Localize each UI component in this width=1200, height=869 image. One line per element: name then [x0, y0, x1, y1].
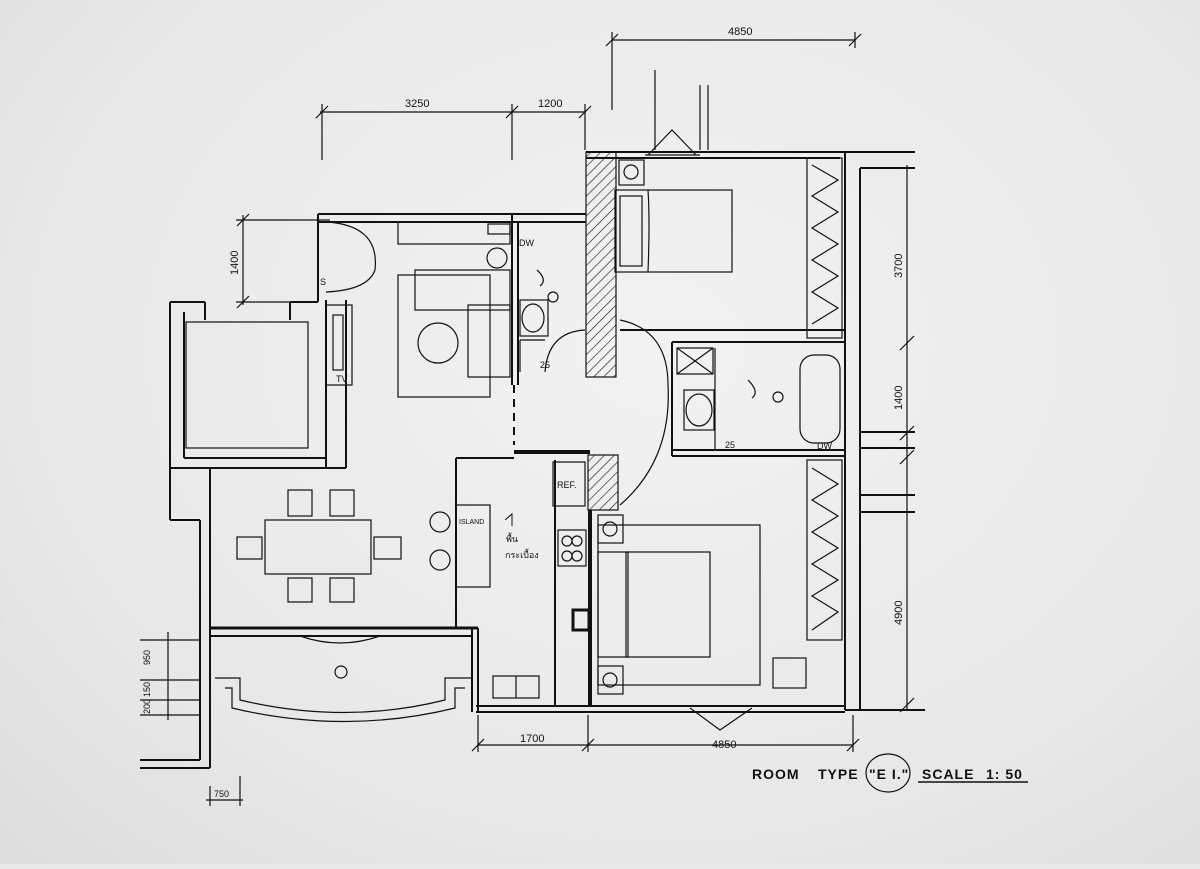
label-tv: TV [336, 374, 348, 384]
bedroom-1 [614, 157, 843, 386]
left-bed-room [185, 321, 309, 449]
dim-left-upper: 1400 [229, 251, 241, 275]
dim-right-mid: 1400 [893, 386, 905, 410]
label-island: ISLAND [459, 519, 484, 526]
dim-right-upper: 3700 [893, 254, 905, 278]
label-step-2: 25 [725, 440, 735, 450]
dimension-lines [140, 32, 915, 806]
label-step-1: 25 [540, 360, 550, 370]
room-labels: DW DW TV REF. ISLAND พื้น กระเบื้อง 25 2… [320, 238, 832, 560]
title-type: TYPE [818, 766, 859, 782]
dim-left-stack-1: 950 [142, 650, 152, 665]
bathroom-2 [619, 347, 841, 506]
title-block: ROOM TYPE "E I." SCALE 1: 50 [752, 766, 1023, 782]
label-thai-2: กระเบื้อง [505, 548, 539, 560]
dim-left-stack-2: 150 [142, 682, 152, 697]
type-circle [865, 753, 911, 793]
dim-bottom-small: 750 [214, 789, 229, 799]
label-thai-1: พื้น [506, 532, 518, 544]
dim-left-stack-3: 200 [142, 699, 152, 714]
hatched-wall-top [585, 151, 617, 378]
dim-top-right: 4850 [728, 26, 752, 38]
hatched-wall-mid [587, 454, 619, 511]
title-scale-value: 1: 50 [986, 766, 1023, 782]
label-dw-bath: DW [817, 441, 832, 451]
title-type-code: "E I." [869, 766, 909, 782]
title-room: ROOM [752, 766, 800, 782]
balcony [215, 635, 472, 723]
bedroom-2 [597, 459, 843, 695]
dim-top-mid: 1200 [538, 98, 562, 110]
label-dw-top: DW [519, 238, 534, 248]
title-scale: SCALE [922, 766, 974, 782]
dim-right-lower: 4900 [893, 601, 905, 625]
dim-bottom-right: 4850 [712, 739, 736, 751]
dining-area [236, 489, 402, 603]
label-s: S [320, 277, 326, 287]
door-swings [645, 70, 753, 731]
kitchen [429, 461, 591, 699]
bathroom-1 [486, 223, 586, 373]
dimension-texts: 4850 3250 1200 1400 3700 1400 4900 1700 … [142, 26, 905, 799]
dim-bottom-left: 1700 [520, 733, 544, 745]
living-room [325, 221, 511, 398]
dim-top-left: 3250 [405, 98, 429, 110]
label-ref: REF. [557, 480, 577, 490]
